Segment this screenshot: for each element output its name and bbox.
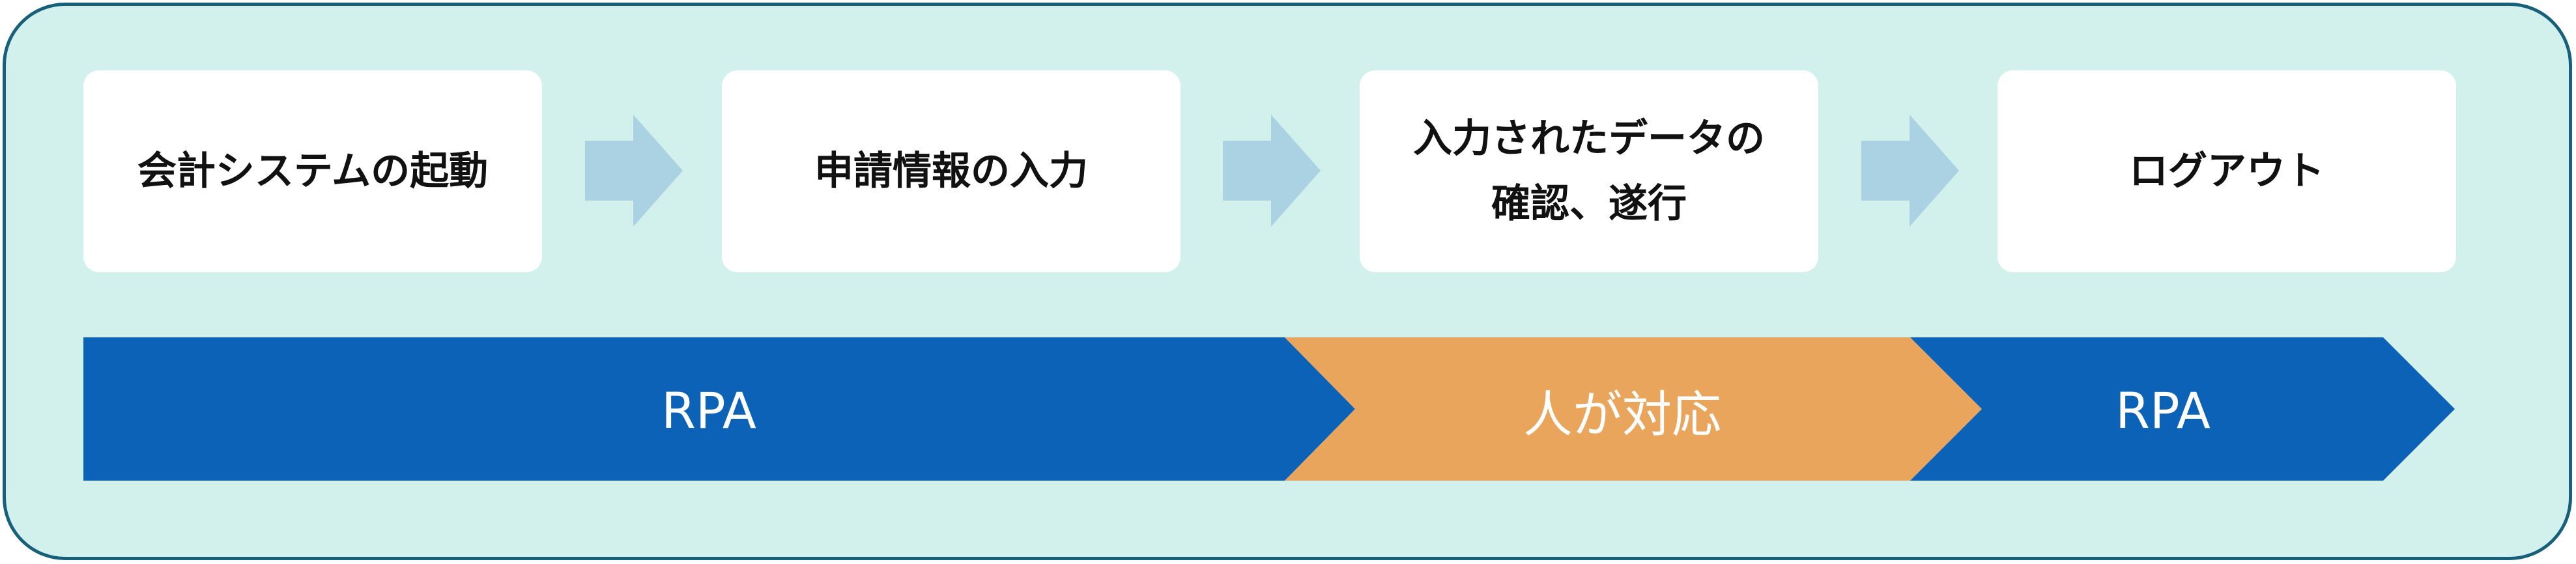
phase-segment-human <box>1285 337 1982 481</box>
step-label: 申請情報の入力 <box>814 148 1088 194</box>
step-label: 会計システムの起動 <box>137 148 489 194</box>
phase-segment-rpa-1 <box>83 337 1355 481</box>
phase-label-rpa: RPA <box>661 381 756 440</box>
flow-arrow-icon <box>585 115 683 227</box>
step-label: 入力されたデータの 確認、遂行 <box>1413 116 1765 227</box>
flow-arrow-icon <box>1223 115 1321 227</box>
flow-arrow-icon <box>1861 115 1959 227</box>
step-enter-application-info: 申請情報の入力 <box>722 70 1181 272</box>
step-confirm-and-execute: 入力されたデータの 確認、遂行 <box>1360 70 1818 272</box>
step-label: ログアウト <box>2129 148 2325 194</box>
step-logout: ログアウト <box>1997 70 2456 272</box>
phase-label-human: 人が対応 <box>1523 386 1721 444</box>
step-start-accounting-system: 会計システムの起動 <box>83 70 542 272</box>
phase-label-rpa: RPA <box>2115 381 2211 440</box>
phase-segment-rpa-2 <box>1910 337 2455 481</box>
